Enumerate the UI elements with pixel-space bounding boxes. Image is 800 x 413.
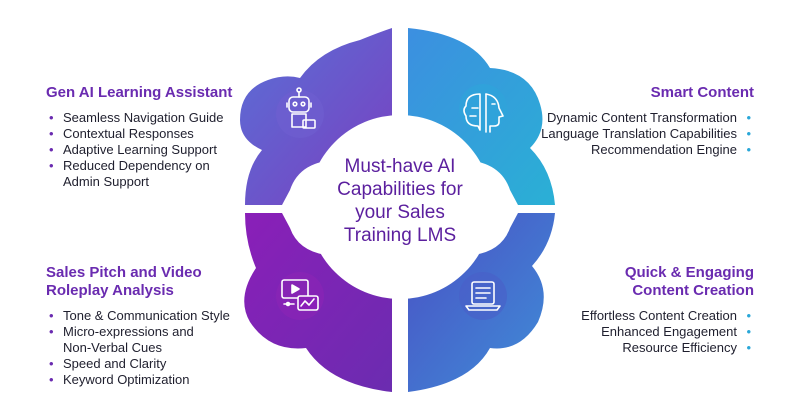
feature-list: Dynamic Content Transformation Language …: [514, 110, 754, 158]
list-item: Micro-expressions and: [46, 324, 276, 340]
smart-content-block: Smart Content Dynamic Content Transforma…: [514, 84, 754, 158]
center-title-line: Capabilities for: [337, 179, 463, 200]
video-analysis-icon: [281, 279, 319, 311]
list-item: Contextual Responses: [46, 126, 276, 142]
list-item: Recommendation Engine: [514, 142, 754, 158]
feature-list: Seamless Navigation Guide Contextual Res…: [46, 110, 276, 190]
list-item: Seamless Navigation Guide: [46, 110, 276, 126]
center-title-line: Training LMS: [343, 225, 457, 246]
list-item-continuation: Non-Verbal Cues: [63, 340, 162, 355]
list-item: Effortless Content Creation: [514, 308, 754, 324]
brain-icon: [463, 93, 504, 133]
list-item-continuation: Admin Support: [63, 174, 149, 189]
center-title-line: your Sales: [355, 202, 445, 223]
block-title: Sales Pitch and Video Roleplay Analysis: [46, 264, 276, 300]
document-laptop-icon: [465, 281, 501, 311]
list-item: Enhanced Engagement: [514, 324, 754, 340]
list-item: Adaptive Learning Support: [46, 142, 276, 158]
list-item: Dynamic Content Transformation: [514, 110, 754, 126]
quick-engaging-content-block: Quick & Engaging Content Creation Effort…: [514, 264, 754, 356]
feature-list: Tone & Communication Style Micro-express…: [46, 308, 276, 388]
list-item: Speed and Clarity: [46, 356, 276, 372]
block-title-line: Roleplay Analysis: [46, 282, 174, 299]
center-title: Must-have AI Capabilities for your Sales…: [300, 155, 500, 247]
feature-list: Effortless Content Creation Enhanced Eng…: [514, 308, 754, 356]
sales-pitch-roleplay-block: Sales Pitch and Video Roleplay Analysis …: [46, 264, 276, 388]
block-title: Quick & Engaging Content Creation: [514, 264, 754, 300]
list-item: Tone & Communication Style: [46, 308, 276, 324]
block-title: Smart Content: [650, 84, 754, 101]
block-title-line: Quick & Engaging: [624, 264, 754, 281]
center-title-line: Must-have AI: [344, 156, 456, 177]
list-item: Language Translation Capabilities: [514, 126, 754, 142]
robot-icon: [286, 87, 316, 129]
list-item: Resource Efficiency: [514, 340, 754, 356]
gen-ai-learning-assistant-block: Gen AI Learning Assistant Seamless Navig…: [46, 84, 276, 190]
center-circle: [308, 115, 492, 299]
list-item: Reduced Dependency on: [46, 158, 276, 174]
block-title: Gen AI Learning Assistant: [46, 84, 233, 101]
block-title-line: Content Creation: [632, 282, 754, 299]
list-item: Keyword Optimization: [46, 372, 276, 388]
block-title-line: Sales Pitch and Video: [46, 264, 202, 281]
